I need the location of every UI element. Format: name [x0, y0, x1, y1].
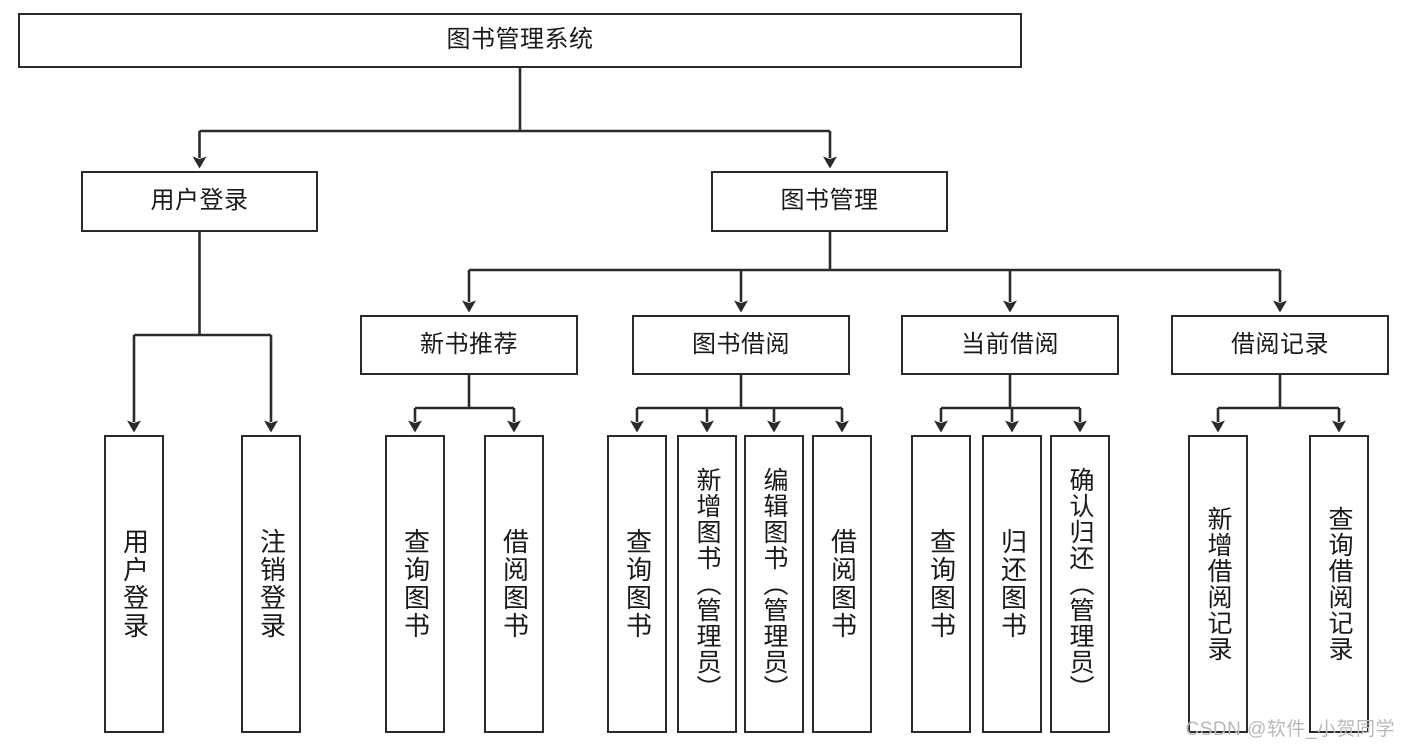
node-label: 注销登录 — [256, 528, 287, 640]
node-book-management[interactable]: 图书管理 — [711, 171, 948, 232]
node-label: 编辑图书（管理员） — [760, 467, 788, 701]
node-label: 用户登录 — [150, 187, 249, 215]
node-label: 确认归还（管理员） — [1066, 467, 1094, 701]
node-current-borrow[interactable]: 当前借阅 — [901, 315, 1119, 375]
node-label: 借阅图书 — [499, 528, 530, 640]
leaf-borrow-books[interactable]: 借阅图书 — [812, 435, 872, 733]
node-label: 借阅记录 — [1231, 330, 1329, 358]
node-label: 新增图书（管理员） — [693, 467, 721, 701]
node-label: 新增借阅记录 — [1204, 506, 1232, 662]
leaf-query-books-borrow[interactable]: 查询图书 — [607, 435, 667, 733]
leaf-borrow-books-recommend[interactable]: 借阅图书 — [484, 435, 544, 733]
leaf-user-login[interactable]: 用户登录 — [104, 435, 164, 733]
node-label: 查询图书 — [926, 528, 957, 640]
node-label: 图书管理 — [780, 187, 879, 215]
leaf-logout[interactable]: 注销登录 — [241, 435, 301, 733]
node-label: 借阅图书 — [827, 528, 858, 640]
node-label: 查询借阅记录 — [1325, 506, 1353, 662]
leaf-add-book-admin[interactable]: 新增图书（管理员） — [677, 435, 737, 733]
node-label: 图书管理系统 — [446, 26, 594, 54]
node-label: 图书借阅 — [692, 330, 790, 358]
leaf-return-books[interactable]: 归还图书 — [982, 435, 1042, 733]
watermark: CSDN @软件_小贺同学 — [1185, 719, 1395, 740]
leaf-add-borrow-record[interactable]: 新增借阅记录 — [1188, 435, 1248, 733]
node-label: 新书推荐 — [420, 330, 518, 358]
node-new-book-recommend[interactable]: 新书推荐 — [360, 315, 578, 375]
node-user-login[interactable]: 用户登录 — [81, 171, 318, 232]
node-borrow-records[interactable]: 借阅记录 — [1171, 315, 1389, 375]
node-book-borrow[interactable]: 图书借阅 — [632, 315, 850, 375]
node-label: 查询图书 — [400, 528, 431, 640]
node-label: 查询图书 — [622, 528, 653, 640]
leaf-query-books-current[interactable]: 查询图书 — [911, 435, 971, 733]
node-label: 当前借阅 — [961, 330, 1059, 358]
node-label: 用户登录 — [119, 528, 150, 640]
leaf-edit-book-admin[interactable]: 编辑图书（管理员） — [744, 435, 804, 733]
leaf-query-books-recommend[interactable]: 查询图书 — [385, 435, 445, 733]
node-label: 归还图书 — [997, 528, 1028, 640]
leaf-query-borrow-record[interactable]: 查询借阅记录 — [1309, 435, 1369, 733]
node-root[interactable]: 图书管理系统 — [18, 13, 1022, 68]
leaf-confirm-return-admin[interactable]: 确认归还（管理员） — [1050, 435, 1110, 733]
